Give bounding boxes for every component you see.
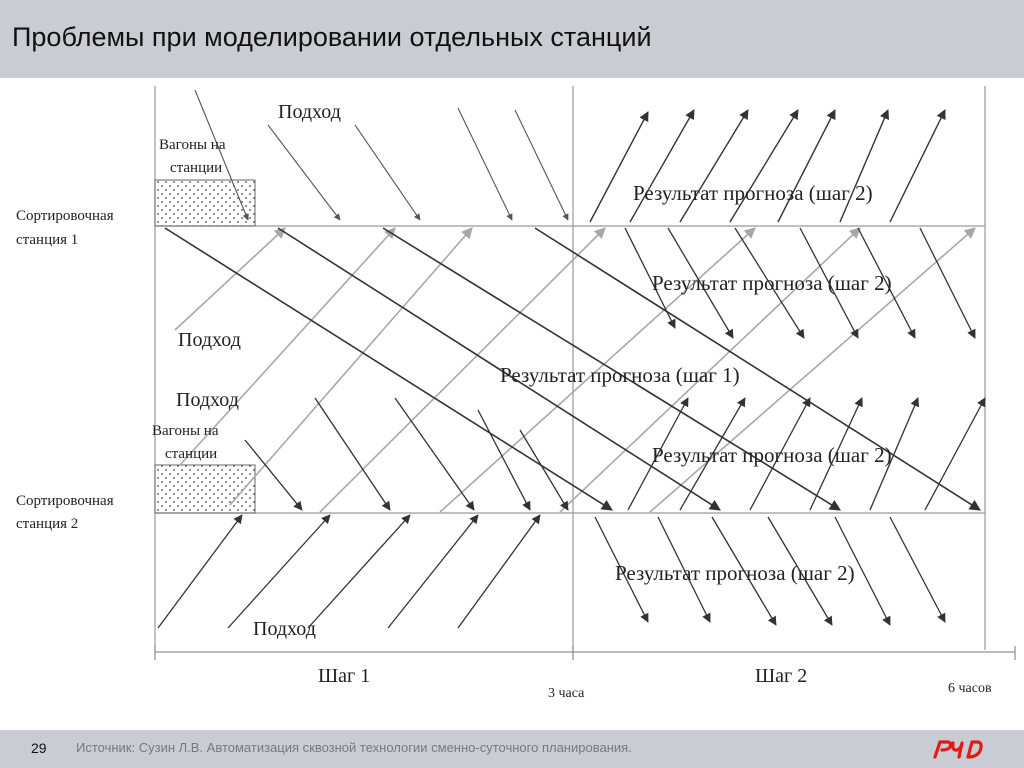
wagons-box-station-2 [154, 464, 256, 514]
wagons-box-station-1 [154, 179, 256, 227]
page-number: 29 [31, 740, 47, 756]
wagons-label-2-line1: Вагоны на [152, 423, 219, 439]
approach-label-top: Подход [278, 101, 341, 123]
source-citation: Источник: Сузин Л.В. Автоматизация сквоз… [76, 740, 632, 755]
slide-title: Проблемы при моделировании отдельных ста… [12, 22, 652, 52]
approach-arrows-top [194, 89, 569, 221]
forecast-step2-label-3: Результат прогноза (шаг 2) [652, 443, 892, 467]
forecast-arrows-mid-step2 [624, 227, 976, 339]
approach-arrows-bottom [157, 514, 541, 629]
forecast-step2-label-2: Результат прогноза (шаг 2) [652, 271, 892, 295]
station-2-label-line1: Сортировочная [16, 493, 114, 509]
station-1-label-line2: станция 1 [16, 232, 78, 248]
forecast-step2-label-1: Результат прогноза (шаг 2) [633, 181, 873, 205]
forecast-step1-label: Результат прогноза (шаг 1) [500, 363, 740, 387]
forecast-arrows-step1 [164, 227, 981, 511]
approach-arrows-station2 [244, 397, 569, 511]
time-3h-label: 3 часа [548, 686, 585, 701]
rzd-logo [933, 740, 983, 759]
approach-label-bottom: Подход [253, 618, 316, 640]
forecast-arrows-lower-up-step2 [627, 397, 986, 511]
station-modeling-diagram: Сортировочная станция 1 Сортировочная ст… [16, 86, 1016, 701]
diagram-frame [154, 86, 986, 650]
approach-label-mid-1: Подход [178, 329, 241, 351]
approach-arrows-light [174, 227, 976, 513]
station-2-label-line2: станция 2 [16, 516, 78, 532]
footer-bar: 29 Источник: Сузин Л.В. Автоматизация ск… [0, 730, 1024, 768]
forecast-arrows-bottom-step2 [594, 516, 946, 626]
step-1-label: Шаг 1 [318, 665, 370, 687]
forecast-step2-label-4: Результат прогноза (шаг 2) [615, 561, 855, 585]
wagons-label-2-line2: станции [165, 446, 217, 462]
wagons-label-1-line1: Вагоны на [159, 137, 226, 153]
station-1-label-line1: Сортировочная [16, 208, 114, 224]
step-bracket [154, 646, 1016, 660]
title-bar: Проблемы при моделировании отдельных ста… [0, 0, 1024, 78]
wagons-label-1-line2: станции [170, 160, 222, 176]
time-6h-label: 6 часов [948, 681, 992, 696]
step-2-label: Шаг 2 [755, 665, 807, 687]
forecast-arrows-top-step2 [589, 109, 946, 223]
approach-label-mid-2: Подход [176, 389, 239, 411]
